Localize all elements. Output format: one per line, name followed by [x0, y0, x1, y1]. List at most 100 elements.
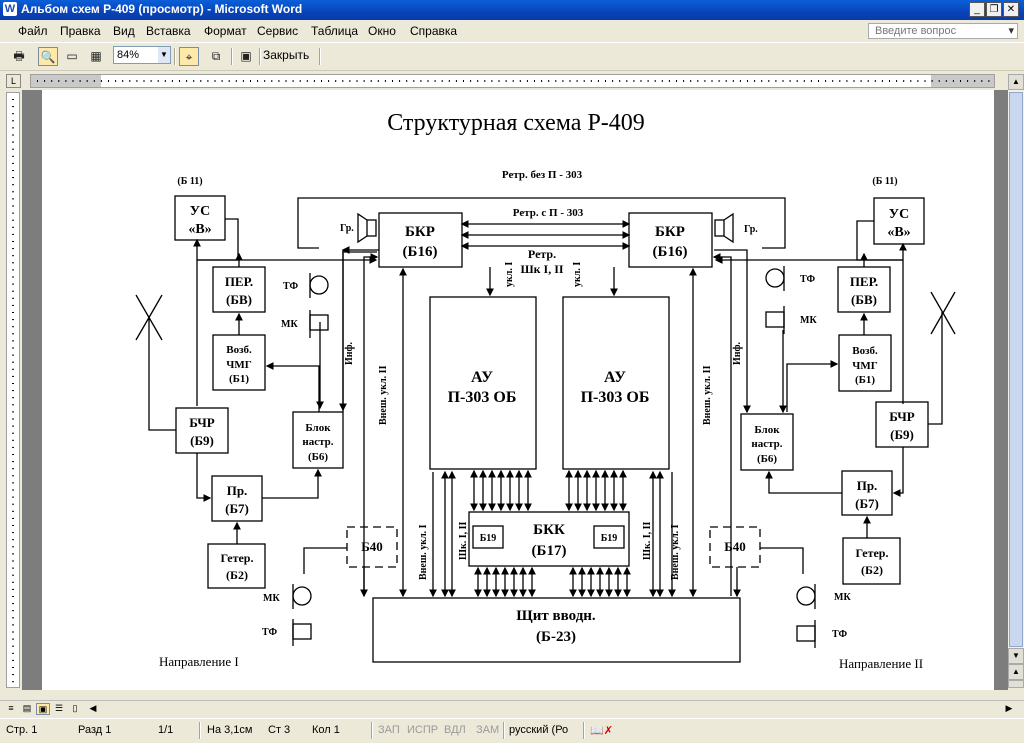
status-overtype[interactable]: ЗАМ — [476, 724, 500, 736]
menu-window[interactable]: Окно — [368, 24, 396, 38]
menu-bar: Файл Правка Вид Вставка Формат Сервис Та… — [0, 20, 1024, 43]
menu-view[interactable]: Вид — [113, 24, 135, 38]
inf-label-right: Инф. — [732, 342, 743, 365]
ask-question-box[interactable]: Введите вопрос ▾ — [868, 23, 1018, 39]
pr-right-code: (Б7) — [855, 496, 879, 511]
chevron-down-icon[interactable]: ▾ — [1008, 25, 1014, 37]
mk-left-top-label: МК — [281, 319, 298, 330]
outline-view-icon[interactable]: ☰ — [54, 703, 64, 713]
blok-right-2: настр. — [751, 438, 782, 450]
one-page-icon[interactable]: ▭ — [66, 49, 78, 63]
blok-left-link — [342, 251, 377, 412]
shit-block — [372, 597, 741, 663]
normal-view-icon[interactable]: ≡ — [8, 703, 14, 713]
document-page: Структурная схема Р-409 Ретр. без П - 30… — [42, 90, 994, 690]
scroll-thumb[interactable] — [1009, 92, 1023, 647]
phone-right-bottom-icon — [796, 625, 816, 642]
b19-left-block — [472, 525, 504, 549]
magnifier-icon[interactable]: 🔍 — [38, 47, 58, 66]
pr-left-code: (Б7) — [225, 501, 249, 516]
restore-icon[interactable]: ❐ — [986, 2, 1002, 17]
bchr-right-name: БЧР — [889, 409, 914, 424]
horizontal-ruler[interactable] — [30, 74, 995, 88]
vertical-scrollbar[interactable]: ▲ ▼ ▲ — [1008, 74, 1024, 688]
status-section: Разд 1 — [78, 724, 112, 736]
antenna-right-mast — [928, 312, 943, 425]
vnesh1-label-right: Внеш. укл. I — [670, 524, 681, 580]
au-right-block — [562, 296, 670, 470]
scroll-up-icon[interactable]: ▲ — [1008, 74, 1024, 90]
mk-left-bottom-label: МК — [263, 593, 280, 604]
structure-diagram: Структурная схема Р-409 Ретр. без П - 30… — [135, 110, 956, 671]
speaker-left-icon — [366, 219, 377, 237]
menu-table[interactable]: Таблица — [311, 24, 359, 38]
word-icon[interactable]: W — [3, 2, 17, 16]
menu-edit[interactable]: Правка — [60, 24, 101, 38]
bkr-left-code: (Б16) — [403, 244, 438, 260]
menu-file[interactable]: Файл — [18, 24, 48, 38]
retr-sh2-label: Шк I, II — [520, 262, 563, 276]
phone-left-top-icon — [309, 314, 329, 331]
chevron-down-icon[interactable]: ▼ — [158, 47, 170, 63]
status-pages: 1/1 — [158, 724, 174, 736]
tf-right-bottom-label: ТФ — [832, 629, 847, 640]
web-layout-icon[interactable]: ▤ — [22, 703, 32, 713]
status-record[interactable]: ЗАП — [378, 724, 400, 736]
geter-left-code: (Б2) — [226, 568, 248, 582]
inf-label-left: Инф. — [344, 342, 355, 365]
phone-left-bottom-icon — [292, 623, 312, 640]
prev-page-icon[interactable]: ▲ — [1008, 664, 1024, 680]
b40-right-label: Б40 — [724, 539, 746, 554]
vertical-ruler[interactable] — [6, 92, 20, 688]
mk-right-top-label: МК — [800, 315, 817, 326]
b40-right-block — [709, 526, 761, 568]
b19-right-block — [593, 525, 625, 549]
mic-left-top-icon — [309, 275, 329, 295]
shrink-to-fit-icon[interactable]: ⧉ — [211, 49, 221, 63]
document-area: Структурная схема Р-409 Ретр. без П - 30… — [22, 90, 1008, 690]
zoom-value: 84% — [117, 49, 140, 61]
full-screen-icon[interactable]: ▣ — [240, 49, 252, 63]
mk-right-bottom-label: МК — [834, 592, 851, 603]
close-icon[interactable]: ✕ — [1003, 2, 1019, 17]
vnesh2-label-right: Внеш. укл. II — [702, 365, 713, 425]
print-icon[interactable]: 🖶 — [13, 49, 25, 63]
print-layout-icon[interactable]: ▣ — [36, 703, 50, 715]
menu-format[interactable]: Формат — [204, 24, 247, 38]
mic-right-top-icon — [765, 268, 785, 288]
menu-insert[interactable]: Вставка — [146, 24, 191, 38]
menu-tools[interactable]: Сервис — [257, 24, 299, 38]
vozb-left-block — [212, 334, 266, 391]
status-bar: Стр. 1 Разд 1 1/1 На 3,1см Ст 3 Кол 1 ЗА… — [0, 718, 1024, 743]
scroll-left-icon[interactable]: ◀ — [89, 703, 97, 713]
geter-right-name: Гетер. — [856, 546, 889, 560]
pr-right-name: Пр. — [857, 478, 878, 493]
reading-layout-icon[interactable]: ▯ — [72, 703, 78, 713]
sh-label-right: Шк. I, II — [642, 521, 653, 560]
select-browse-object-icon[interactable] — [1008, 680, 1024, 688]
scroll-down-icon[interactable]: ▼ — [1008, 648, 1024, 664]
minimize-icon[interactable]: _ — [969, 2, 985, 17]
vozb-left-1: Возб. — [226, 344, 252, 356]
status-track[interactable]: ИСПР — [407, 724, 439, 736]
close-preview-button[interactable]: Закрыть — [263, 48, 310, 62]
spelling-check-icon[interactable]: 📖✗ — [590, 725, 613, 737]
blok-left-3: (Б6) — [308, 451, 328, 463]
menu-help[interactable]: Справка — [410, 24, 458, 38]
multiple-pages-icon[interactable]: ▦ — [90, 49, 102, 63]
b19-left-label: Б19 — [480, 533, 497, 544]
tf-left-top-label: ТФ — [283, 281, 298, 292]
per-left-code: (БВ) — [226, 292, 252, 307]
status-extend[interactable]: ВДЛ — [444, 724, 466, 736]
bkr-left-name: БКР — [405, 224, 435, 240]
speaker-right-cone — [723, 212, 734, 244]
bkr-left-block — [378, 212, 463, 268]
us-right-name: УС — [889, 207, 909, 222]
tab-selector[interactable]: L — [6, 74, 21, 88]
view-ruler-icon[interactable]: ⌖ — [179, 47, 199, 66]
vozb-right-1: Возб. — [852, 345, 878, 357]
zoom-select[interactable]: 84% ▼ — [113, 46, 171, 64]
vozb-left-3: (Б1) — [229, 373, 249, 385]
sh-label-left: Шк. I, II — [458, 521, 469, 560]
scroll-right-icon[interactable]: ▶ — [1005, 703, 1013, 713]
